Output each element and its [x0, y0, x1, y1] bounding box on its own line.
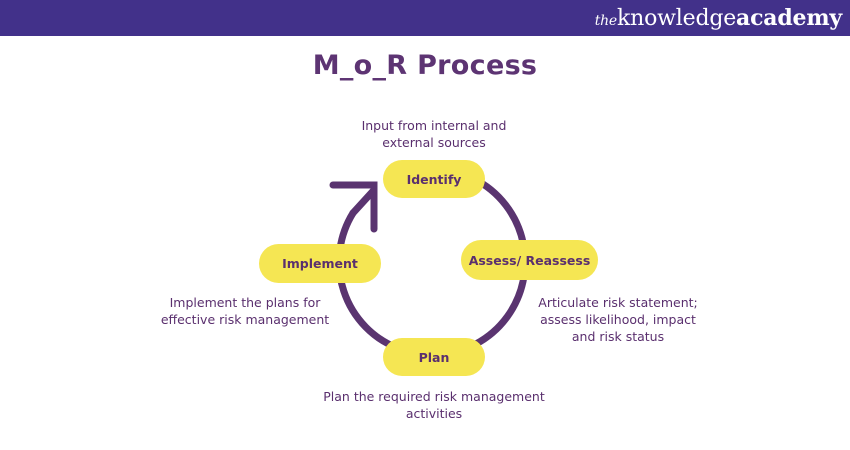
step-assess-reassess[interactable]: Assess/ Reassess: [461, 240, 598, 280]
logo-word-2: academy: [736, 5, 842, 31]
assess-description-line: and risk status: [571, 329, 665, 344]
step-identify[interactable]: Identify: [383, 160, 485, 198]
plan-description: Plan the required risk management activi…: [309, 388, 559, 422]
page-title: M_o_R Process: [312, 50, 538, 81]
assess-description: Articulate risk statement; assess likeli…: [528, 294, 708, 345]
step-plan-label: Plan: [418, 349, 450, 365]
implement-description-line: effective risk management: [160, 312, 330, 327]
step-implement-label: Implement: [282, 256, 358, 271]
header-bar: theknowledgeacademy: [0, 0, 850, 36]
identify-description-line: external sources: [382, 135, 486, 150]
brand-logo[interactable]: theknowledgeacademy: [594, 3, 843, 36]
implement-description: Implement the plans for effective risk m…: [150, 294, 340, 328]
identify-description-line: Input from internal and: [361, 118, 507, 133]
step-plan[interactable]: Plan: [383, 338, 485, 376]
step-implement[interactable]: Implement: [259, 244, 381, 283]
step-identify-label: Identify: [406, 171, 462, 187]
logo-prefix: the: [594, 13, 618, 29]
logo-word-1: knowledge: [617, 6, 737, 31]
plan-description-line: Plan the required risk management: [323, 389, 545, 404]
assess-description-line: assess likelihood, impact: [540, 312, 696, 327]
identify-description: Input from internal and external sources: [334, 117, 534, 151]
step-assess-label: Assess/ Reassess: [468, 252, 591, 268]
cycle-arrow-icon: [329, 181, 378, 233]
assess-description-line: Articulate risk statement;: [538, 295, 698, 310]
plan-description-line: activities: [405, 406, 463, 421]
implement-description-line: Implement the plans for: [169, 295, 321, 310]
